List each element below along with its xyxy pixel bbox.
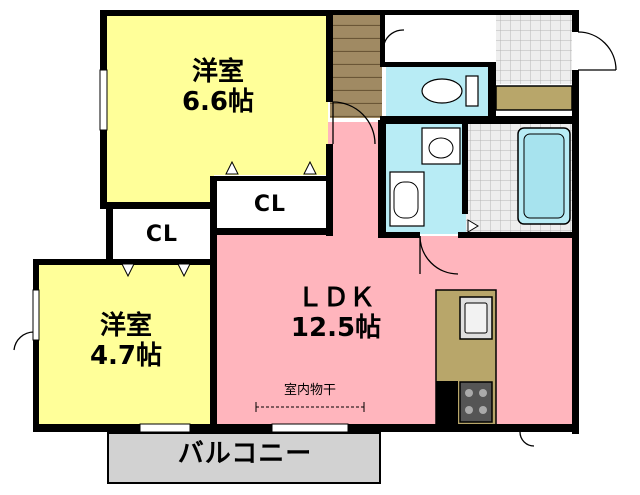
entrance-tile [496,14,572,84]
western-room-2-name: 洋室 [99,311,152,341]
indoor-drying-label: 室内物干 [283,383,336,398]
entrance-floor [330,14,382,118]
closet-door-marks [121,160,479,278]
western-room-1-name: 洋室 [191,57,244,87]
balcony-label: バルコニー [177,439,313,469]
closet-1 [214,175,326,233]
windows [32,69,349,433]
ldk-label: ＬＤＫ 12.5帖 [276,283,396,344]
toilet-fixture [465,75,479,107]
door-swings [13,29,617,447]
closet-2 [112,208,210,263]
western-room-2 [36,262,214,426]
closet-1-label: CL [253,192,287,217]
ldk-name: ＬＤＫ [296,283,375,313]
stove [459,381,493,423]
western-room-1-label: 洋室 6.6帖 [168,57,268,118]
balcony [107,432,381,484]
shoe-cabinet [495,85,573,111]
western-room-1 [106,12,328,202]
western-room-2-label: 洋室 4.7帖 [76,311,176,372]
western-room-2-size: 4.7帖 [89,340,163,371]
closet-2-label: CL [145,222,179,247]
western-room-1-size: 6.6帖 [181,86,255,117]
ldk-size: 12.5帖 [290,312,382,343]
